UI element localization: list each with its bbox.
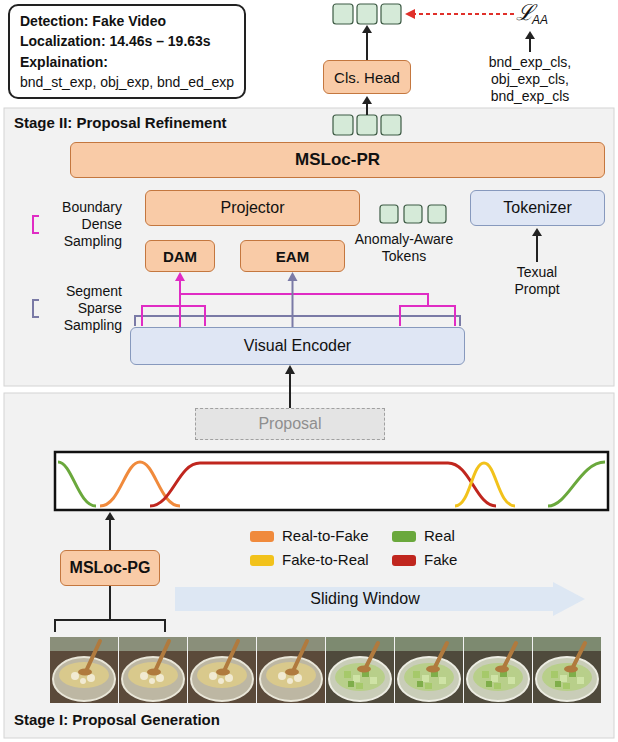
box-label: Proposal: [258, 415, 321, 433]
connector-line: [292, 280, 294, 327]
model-box: MSLoc-PG: [60, 550, 160, 586]
legend-text: Fake-to-Real: [282, 551, 369, 568]
result-line: Explaination:: [20, 52, 234, 72]
module-box: EAM: [240, 240, 345, 272]
connector: [285, 365, 295, 408]
sliding-arrow: Sliding Window: [175, 582, 585, 616]
arrow-head: [175, 272, 185, 281]
connector: [288, 272, 298, 327]
explanation-text: bnd_st_exp, obj_exp, bnd_ed_exp: [20, 72, 234, 92]
box-label: Cls. Head: [334, 69, 400, 86]
stage-title: Stage II: Proposal Refinement: [14, 114, 227, 131]
legend-text: Fake: [424, 551, 457, 568]
box-label: EAM: [276, 248, 309, 265]
head-box: Cls. Head: [323, 60, 411, 94]
sampling-label: Segment Sparse Sampling: [42, 283, 122, 333]
loss-targets: bnd_exp_cls, obj_exp_cls, bnd_exp_cls: [480, 54, 580, 104]
box-label: Sliding Window: [310, 590, 419, 608]
legend-swatch: [392, 555, 416, 566]
box-label: Tokenizer: [503, 199, 571, 217]
loss-subscript: AA: [532, 13, 548, 27]
legend-text: Real: [424, 527, 455, 544]
result-line: Localization: 14.46s – 19.63s: [20, 31, 234, 51]
connector: [175, 272, 185, 327]
encoder-box: Visual Encoder: [130, 327, 465, 365]
box-label: MSLoc-PG: [70, 559, 151, 577]
output-box: Detection: Fake VideoLocalization: 14.46…: [8, 4, 246, 99]
box-label: MSLoc-PR: [295, 150, 380, 170]
arrow-head: [285, 365, 295, 374]
module-box: DAM: [145, 240, 215, 272]
model-box: MSLoc-PR: [70, 142, 605, 178]
legend-swatch: [392, 531, 416, 542]
connector-line: [179, 280, 181, 327]
tokenizer-box: Tokenizer: [470, 190, 605, 226]
token-label: Anomaly-Aware Tokens: [350, 231, 458, 265]
arrow-head: [288, 272, 298, 281]
box-label: Visual Encoder: [244, 337, 351, 355]
loss-symbol: ℒ: [516, 0, 534, 26]
connector-line: [289, 373, 291, 408]
input-label: Texual Prompt: [507, 264, 567, 298]
legend-swatch: [250, 555, 274, 566]
projector-box: Projector: [145, 190, 360, 226]
legend-text: Real-to-Fake: [282, 527, 369, 544]
sampling-label: Boundary Dense Sampling: [42, 199, 122, 249]
proposal-box: Proposal: [195, 408, 385, 440]
box-label: DAM: [163, 248, 197, 265]
result-line: Detection: Fake Video: [20, 11, 234, 31]
stage-title: Stage I: Proposal Generation: [14, 711, 220, 728]
legend-swatch: [250, 531, 274, 542]
arrow-outline: [175, 582, 585, 616]
box-label: Projector: [220, 199, 284, 217]
